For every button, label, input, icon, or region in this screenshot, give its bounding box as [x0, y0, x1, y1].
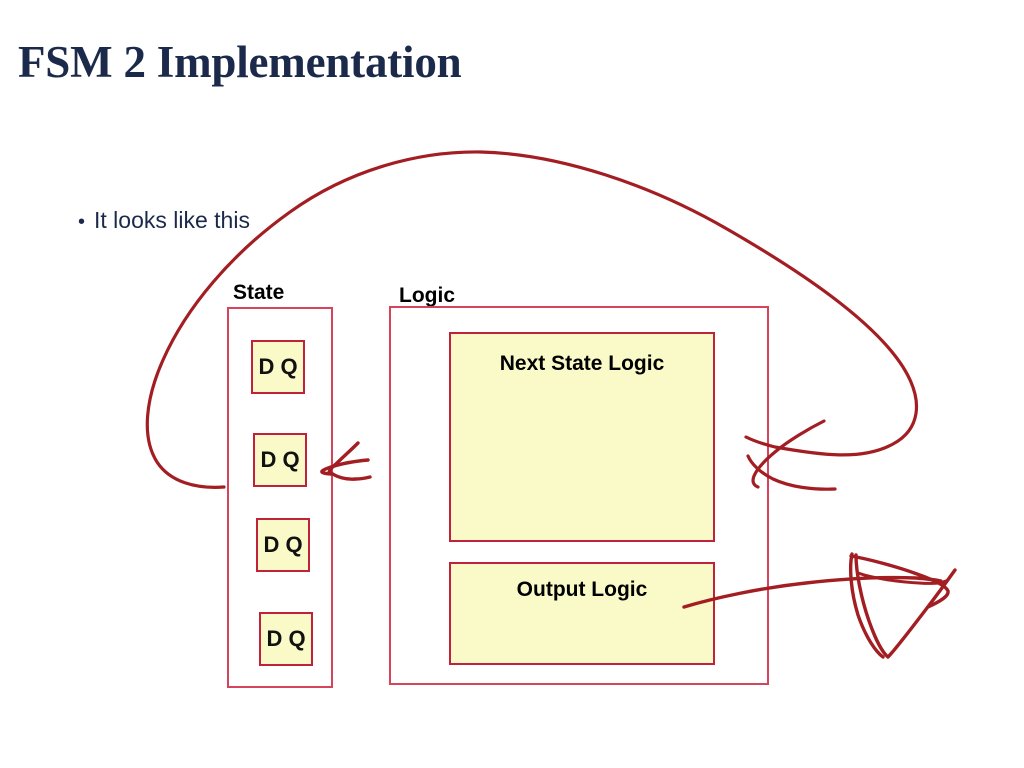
flip-flop-box: D Q	[259, 612, 313, 666]
output-logic-box: Output Logic	[449, 562, 715, 665]
next-state-logic-label: Next State Logic	[499, 352, 665, 375]
flip-flop-box: D Q	[256, 518, 310, 572]
logic-group-label: Logic	[399, 284, 455, 307]
output-logic-label: Output Logic	[516, 578, 648, 601]
flip-flop-label: D Q	[266, 626, 306, 651]
next-state-logic-box: Next State Logic	[449, 332, 715, 542]
flip-flop-label: D Q	[258, 354, 298, 379]
state-group-label: State	[233, 281, 285, 304]
flip-flop-box: D Q	[253, 433, 307, 487]
page-title: FSM 2 Implementation	[18, 37, 462, 87]
bullet-marker-icon: •	[78, 211, 86, 233]
flip-flop-box: D Q	[251, 340, 305, 394]
flip-flop-label: D Q	[260, 447, 300, 472]
flip-flop-label: D Q	[263, 532, 303, 557]
